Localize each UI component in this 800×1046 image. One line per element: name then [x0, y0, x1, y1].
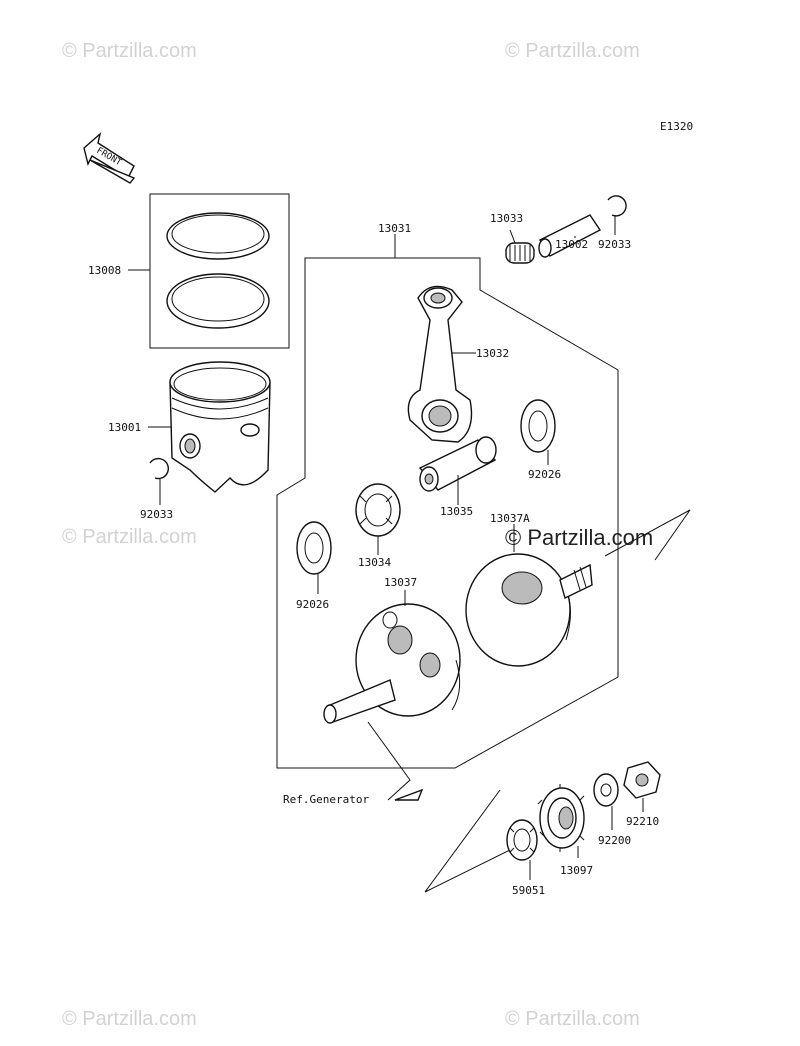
watermark-top-right: © Partzilla.com — [505, 40, 640, 62]
gear — [537, 784, 585, 852]
piston-ring-box — [149, 193, 290, 349]
circlip-right — [607, 195, 627, 217]
label-13002: 13002 — [555, 238, 588, 251]
nut — [623, 761, 661, 799]
crankshaft-right-half — [465, 553, 593, 667]
piston-pin — [538, 214, 602, 258]
ref-generator-label: Ref.Generator — [283, 793, 369, 806]
piston — [169, 361, 271, 493]
front-arrow-icon: FRONT — [83, 132, 136, 184]
thrust-washer-left — [296, 521, 332, 575]
label-13032: 13032 — [476, 347, 509, 360]
washer — [593, 773, 619, 807]
label-92033-right: 92033 — [598, 238, 631, 251]
crankshaft-left-half — [323, 603, 461, 724]
label-13033: 13033 — [490, 212, 523, 225]
label-92200: 92200 — [598, 834, 631, 847]
label-13037: 13037 — [384, 576, 417, 589]
label-92026-right: 92026 — [528, 468, 561, 481]
label-13034: 13034 — [358, 556, 391, 569]
connecting-rod — [407, 285, 473, 443]
watermark-mid-left: © Partzilla.com — [62, 526, 197, 548]
watermark-mid-right: © Partzilla.com — [505, 525, 653, 550]
needle-bearing-gear — [506, 819, 538, 861]
needle-bearing-big-end — [355, 483, 401, 537]
label-92026-left: 92026 — [296, 598, 329, 611]
label-13001: 13001 — [108, 421, 141, 434]
circlip-left — [149, 457, 169, 480]
watermark-top-left: © Partzilla.com — [62, 40, 197, 62]
piston-rings — [166, 212, 270, 329]
watermark-bottom-left: © Partzilla.com — [62, 1008, 197, 1030]
label-59051: 59051 — [512, 884, 545, 897]
watermark-bottom-right: © Partzilla.com — [505, 1008, 640, 1030]
crank-pin — [418, 436, 497, 492]
label-92210: 92210 — [626, 815, 659, 828]
label-13031: 13031 — [378, 222, 411, 235]
needle-bearing-small-rod — [505, 242, 535, 264]
label-13008: 13008 — [88, 264, 121, 277]
label-13037A: 13037A — [490, 512, 530, 525]
thrust-washer-right — [520, 399, 556, 453]
label-92033-left: 92033 — [140, 508, 173, 521]
diagram-code: E1320 — [660, 120, 693, 133]
label-13097: 13097 — [560, 864, 593, 877]
label-13035: 13035 — [440, 505, 473, 518]
